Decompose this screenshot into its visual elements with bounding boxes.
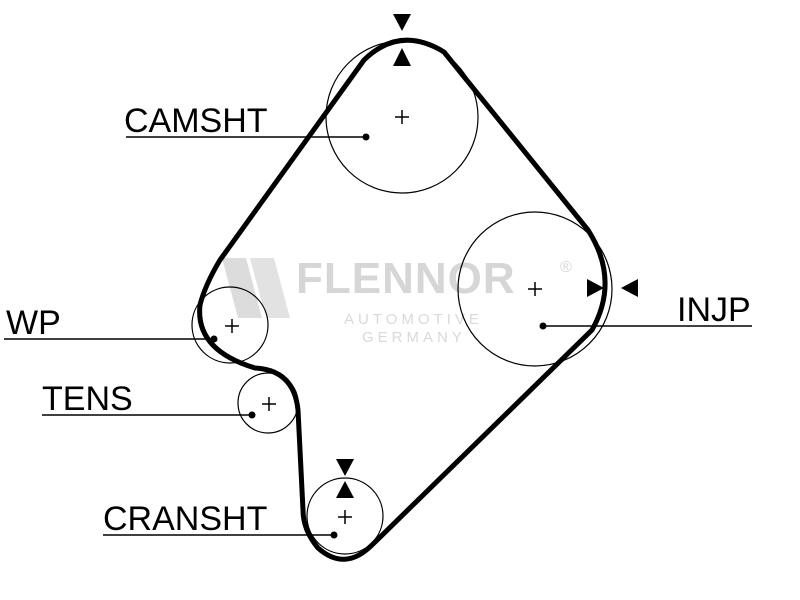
injection-pump-timing-mark: [587, 279, 638, 297]
crankshaft-pulley: [306, 477, 384, 555]
water-pump-label: WP: [6, 304, 61, 342]
flennor-logo-icon: [222, 258, 290, 318]
crosshair-icon: [262, 397, 276, 411]
watermark-brand: FLENNOR: [296, 254, 516, 303]
crankshaft-label: CRANSHT: [103, 500, 267, 538]
crosshair-icon: [395, 110, 409, 124]
injection-pump-label: INJP: [677, 291, 751, 329]
crankshaft-leader: [103, 531, 338, 539]
watermark-line-1: AUTOMOTIVE: [344, 311, 483, 328]
camshaft-leader: [126, 133, 370, 141]
camshaft-timing-mark: [393, 14, 411, 66]
watermark-registered-mark: ®: [560, 259, 572, 276]
water-pump-leader: [4, 335, 218, 343]
tensioner-label: TENS: [42, 380, 133, 418]
tensioner-leader: [42, 411, 256, 419]
watermark-line-2: GERMANY: [362, 329, 466, 346]
crosshair-icon: [225, 319, 239, 333]
injection-pump-pulley: [457, 211, 613, 367]
crosshair-icon: [338, 510, 352, 524]
crankshaft-timing-mark: [336, 459, 354, 498]
injection-pump-leader: [539, 322, 752, 330]
water-pump-pulley: [191, 286, 269, 364]
crosshair-icon: [528, 282, 542, 296]
camshaft-label: CAMSHT: [124, 102, 268, 140]
timing-belt: [197, 37, 608, 562]
watermark: FLENNOR ® AUTOMOTIVE GERMANY: [222, 254, 572, 346]
